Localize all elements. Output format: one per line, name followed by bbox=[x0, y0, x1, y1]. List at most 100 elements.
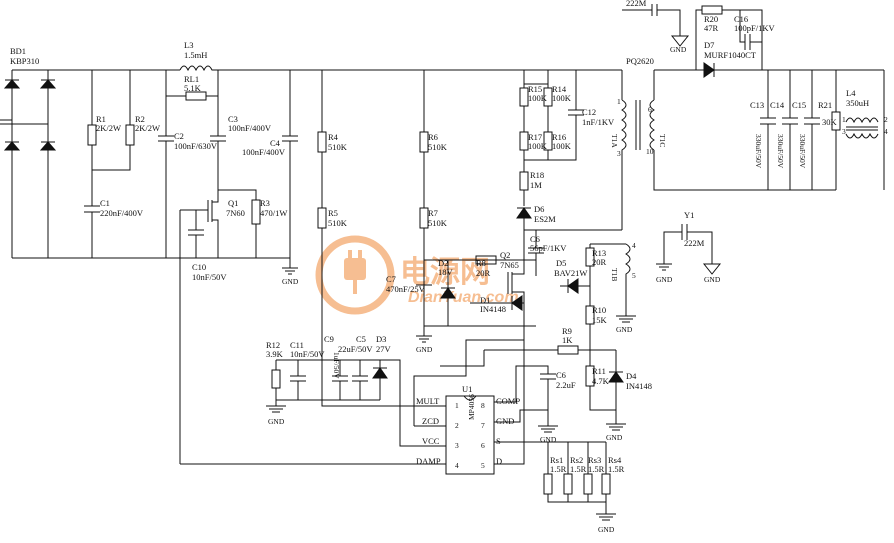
watermark-site: DianYuan.com bbox=[408, 289, 519, 306]
pin8-num: 8 bbox=[481, 401, 485, 410]
c11-value: 10nF/50V bbox=[290, 349, 325, 359]
r7-ref: R7 bbox=[428, 208, 438, 218]
d1-ref: D1 bbox=[480, 295, 490, 305]
c3-value: 100nF/400V bbox=[228, 123, 272, 133]
q2-drive: C7 470nF/25V D2 18V R8 20R D1 IN4148 Q2 … bbox=[386, 224, 536, 340]
rs1-ref: Rs1 bbox=[550, 455, 563, 465]
snubber-resistors: R15 100K R14 100K R17 100K R16 100K R18 … bbox=[516, 70, 622, 231]
ic-u1-body bbox=[445, 395, 495, 475]
c16-value: 100pF/1KV bbox=[734, 23, 775, 33]
r1-r2-c1: R1 2K/2W R2 2K/2W C1 220nF/400V bbox=[84, 70, 160, 258]
transformer-t1a: PQ2620 T1A 1 3 bbox=[610, 56, 654, 230]
q1-value: 7N60 bbox=[226, 208, 245, 218]
r6-r7: R6 510K R7 510K GND bbox=[416, 70, 448, 354]
rs3-ref: Rs3 bbox=[588, 455, 601, 465]
r17-ref: R17 bbox=[528, 132, 542, 142]
pin-comp-label: COMP bbox=[496, 396, 520, 406]
t1b-ref: T1B bbox=[610, 268, 619, 281]
r3-value: 470/1W bbox=[260, 208, 287, 218]
c2-ref: C2 bbox=[174, 131, 184, 141]
l4-pin3: 3 bbox=[842, 127, 846, 136]
c10-value: 10nF/50V bbox=[192, 272, 227, 282]
r6-value: 510K bbox=[428, 142, 448, 152]
pin-s-label: S bbox=[496, 436, 501, 446]
r9-ref: R9 bbox=[562, 326, 572, 336]
gnd-c4: GND bbox=[282, 267, 299, 286]
t1c-pin6: 6 bbox=[648, 105, 652, 114]
l4-ref: L4 bbox=[846, 88, 856, 98]
c4-ref: C4 bbox=[270, 138, 281, 148]
rs4-value: 1.5R bbox=[608, 464, 625, 474]
d3-ref: D3 bbox=[376, 334, 386, 344]
r17-value: 100K bbox=[528, 141, 548, 151]
c6a-ref: C6 bbox=[530, 234, 540, 244]
pin3-num: 3 bbox=[455, 441, 459, 450]
c1-value: 220nF/400V bbox=[100, 208, 144, 218]
c10-ref: C10 bbox=[192, 262, 206, 272]
watermark-plug-icon bbox=[315, 235, 395, 315]
r7-value: 510K bbox=[428, 218, 448, 228]
c12-ref: C12 bbox=[582, 107, 596, 117]
rs1-value: 1.5R bbox=[550, 464, 567, 474]
pin1-num: 1 bbox=[455, 401, 459, 410]
pin7-num: 7 bbox=[481, 421, 485, 430]
watermark-brand: 电源网 bbox=[400, 256, 490, 289]
zcd-network: R9 1K R11 4.7K D4 IN4148 GND bbox=[484, 326, 652, 442]
c14-ref: C14 bbox=[770, 100, 785, 110]
gnd-rs-label: GND bbox=[598, 525, 615, 534]
c12-value: 1nF/1KV bbox=[582, 117, 615, 127]
watermark: 电源网 DianYuan.com bbox=[315, 235, 519, 315]
r13-ref: R13 bbox=[592, 248, 606, 258]
rl1-value: 5.1K bbox=[184, 83, 202, 93]
aux-winding: C6 56pF/1KV D5 BAV21W R13 20R R10 15K T1… bbox=[528, 230, 636, 350]
l4-pin2: 2 bbox=[884, 115, 888, 124]
output-caps: C13 C14 C15 330uF/50V 330uF/50V 330uF/50… bbox=[750, 70, 841, 190]
pin-vcc-label: VCC bbox=[422, 436, 440, 446]
pin-gnd-label: GND bbox=[496, 416, 514, 426]
r4-ref: R4 bbox=[328, 132, 339, 142]
r20-ref: R20 bbox=[704, 14, 718, 24]
gnd-d4-label: GND bbox=[606, 433, 623, 442]
pin-d-label: D bbox=[496, 456, 502, 466]
r2-value: 2K/2W bbox=[135, 123, 160, 133]
gnd-t1b-label: GND bbox=[616, 325, 633, 334]
c1-ref: C1 bbox=[100, 198, 110, 208]
pin-mult-label: MULT bbox=[416, 396, 440, 406]
r11-value: 4.7K bbox=[592, 376, 610, 386]
c3-ref: C3 bbox=[228, 114, 238, 124]
c2-value: 100nF/630V bbox=[174, 141, 218, 151]
t1a-ref: T1A bbox=[610, 134, 619, 148]
output-choke-l4: L4 350uH 1 2 3 4 bbox=[836, 69, 888, 190]
c5-ref: C5 bbox=[356, 334, 366, 344]
c12: C12 1nF/1KV bbox=[548, 70, 615, 161]
y1-value: 222M bbox=[684, 238, 705, 248]
r5-value: 510K bbox=[328, 218, 348, 228]
r8-value: 20R bbox=[476, 268, 491, 278]
r14-ref: R14 bbox=[552, 84, 567, 94]
c7-value: 470nF/25V bbox=[386, 284, 426, 294]
c6b-ref: C6 bbox=[556, 370, 566, 380]
r3-ref: R3 bbox=[260, 198, 270, 208]
q2-value: 7N65 bbox=[500, 260, 519, 270]
l4-pin1: 1 bbox=[842, 115, 846, 124]
c13-value: 330uF/50V bbox=[754, 134, 763, 169]
l4-value: 350uH bbox=[846, 98, 869, 108]
t1a-pin3: 3 bbox=[617, 149, 621, 158]
rs4-ref: Rs4 bbox=[608, 455, 622, 465]
c2-c3-c4: C2 100nF/630V C3 100nF/400V C4 100nF/400… bbox=[158, 70, 298, 268]
bd1-value: KBP310 bbox=[10, 56, 39, 66]
c5-value: 22uF/50V bbox=[338, 344, 373, 354]
gnd-y1-b: GND bbox=[704, 275, 721, 284]
r4-value: 510K bbox=[328, 142, 348, 152]
d3-value: 27V bbox=[376, 344, 392, 354]
pin5-num: 5 bbox=[481, 461, 485, 470]
l3-value: 1.5mH bbox=[184, 50, 207, 60]
t1a-value: PQ2620 bbox=[626, 56, 654, 66]
t1c-ref: T1C bbox=[658, 134, 667, 147]
d7-ref: D7 bbox=[704, 40, 714, 50]
output-rectifier: R20 47R C16 100pF/1KV D7 MURF1040CT bbox=[654, 5, 836, 78]
r10-value: 15K bbox=[592, 315, 608, 325]
u1-ref: U1 bbox=[462, 384, 472, 394]
c9-ref: C9 bbox=[324, 334, 334, 344]
y1top-value: 222M bbox=[626, 0, 647, 8]
